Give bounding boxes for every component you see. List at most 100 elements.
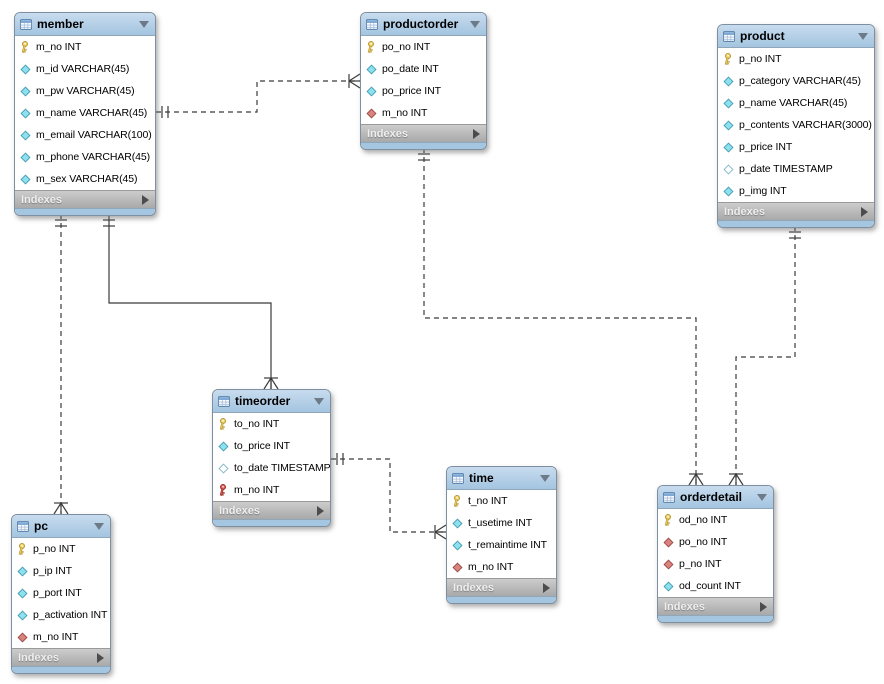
indexes-footer[interactable]: Indexes xyxy=(213,501,330,519)
column-row[interactable]: p_port INT xyxy=(12,582,110,604)
table-title: orderdetail xyxy=(680,490,743,504)
relationship-product-orderdetail[interactable] xyxy=(728,226,801,486)
table-header[interactable]: timeorder xyxy=(213,390,330,413)
collapse-arrow-icon[interactable] xyxy=(139,20,149,28)
table-pc[interactable]: pc p_no INT p_ip INT p_port INT p_activa… xyxy=(11,514,111,674)
table-orderdetail[interactable]: orderdetail od_no INT po_no INT p_no INT… xyxy=(657,485,774,623)
column-label: m_phone VARCHAR(45) xyxy=(36,151,151,163)
indexes-footer[interactable]: Indexes xyxy=(15,190,155,208)
expand-indexes-icon[interactable] xyxy=(543,582,550,593)
column-row[interactable]: m_sex VARCHAR(45) xyxy=(15,168,155,190)
table-icon xyxy=(20,18,32,31)
column-row[interactable]: m_no INT xyxy=(213,479,330,501)
column-row[interactable]: m_pw VARCHAR(45) xyxy=(15,80,155,102)
column-row[interactable]: od_count INT xyxy=(658,575,773,597)
indexes-footer[interactable]: Indexes xyxy=(447,578,556,596)
relationship-timeorder-time[interactable] xyxy=(331,453,447,540)
column-row[interactable]: m_no INT xyxy=(12,626,110,648)
foreign-key-icon xyxy=(16,631,28,643)
table-title: timeorder xyxy=(235,394,291,408)
column-row[interactable]: od_no INT xyxy=(658,509,773,531)
column-row[interactable]: m_phone VARCHAR(45) xyxy=(15,146,155,168)
column-row[interactable]: po_date INT xyxy=(361,58,486,80)
column-row[interactable]: p_ip INT xyxy=(12,560,110,582)
table-bottom-strip xyxy=(15,208,155,215)
column-icon xyxy=(722,141,734,153)
column-row[interactable]: p_no INT xyxy=(718,48,874,70)
indexes-footer[interactable]: Indexes xyxy=(12,648,110,666)
column-row[interactable]: t_no INT xyxy=(447,490,556,512)
table-product[interactable]: product p_no INT p_category VARCHAR(45) … xyxy=(717,24,875,228)
column-row[interactable]: m_no INT xyxy=(447,556,556,578)
table-header[interactable]: product xyxy=(718,25,874,48)
table-bottom-strip xyxy=(658,615,773,622)
table-header[interactable]: orderdetail xyxy=(658,486,773,509)
column-row[interactable]: to_no INT xyxy=(213,413,330,435)
column-label: po_no INT xyxy=(679,536,728,548)
table-productorder[interactable]: productorder po_no INT po_date INT po_pr… xyxy=(360,12,487,150)
collapse-arrow-icon[interactable] xyxy=(314,397,324,405)
expand-indexes-icon[interactable] xyxy=(861,206,868,217)
indexes-footer[interactable]: Indexes xyxy=(718,202,874,220)
column-row[interactable]: p_img INT xyxy=(718,180,874,202)
indexes-footer[interactable]: Indexes xyxy=(658,597,773,615)
expand-indexes-icon[interactable] xyxy=(317,505,324,516)
table-header[interactable]: productorder xyxy=(361,13,486,36)
column-row[interactable]: p_no INT xyxy=(12,538,110,560)
expand-indexes-icon[interactable] xyxy=(142,194,149,205)
table-timeorder[interactable]: timeorder to_no INT to_price INT to_date… xyxy=(212,389,331,527)
expand-indexes-icon[interactable] xyxy=(473,128,480,139)
column-label: m_no INT xyxy=(36,41,82,53)
column-row[interactable]: po_price INT xyxy=(361,80,486,102)
primary-foreign-key-icon xyxy=(217,483,229,497)
column-label: m_id VARCHAR(45) xyxy=(36,63,130,75)
collapse-arrow-icon[interactable] xyxy=(540,474,550,482)
column-icon xyxy=(451,517,463,529)
table-header[interactable]: member xyxy=(15,13,155,36)
column-icon xyxy=(722,119,734,131)
column-row[interactable]: p_price INT xyxy=(718,136,874,158)
column-row[interactable]: m_name VARCHAR(45) xyxy=(15,102,155,124)
expand-indexes-icon[interactable] xyxy=(760,601,767,612)
column-row[interactable]: po_no INT xyxy=(658,531,773,553)
collapse-arrow-icon[interactable] xyxy=(94,522,104,530)
column-icon xyxy=(722,75,734,87)
column-row[interactable]: p_activation INT xyxy=(12,604,110,626)
column-row[interactable]: p_date TIMESTAMP xyxy=(718,158,874,180)
relationship-member-productorder[interactable] xyxy=(156,73,361,118)
column-row[interactable]: t_remaintime INT xyxy=(447,534,556,556)
collapse-arrow-icon[interactable] xyxy=(757,493,767,501)
column-row[interactable]: m_id VARCHAR(45) xyxy=(15,58,155,80)
indexes-label: Indexes xyxy=(367,127,408,140)
collapse-arrow-icon[interactable] xyxy=(858,32,868,40)
relationship-productorder-orderdetail[interactable] xyxy=(418,148,704,486)
table-header[interactable]: pc xyxy=(12,515,110,538)
expand-indexes-icon[interactable] xyxy=(97,652,104,663)
table-icon xyxy=(366,18,378,31)
table-header[interactable]: time xyxy=(447,467,556,490)
table-time[interactable]: time t_no INT t_usetime INT t_remaintime… xyxy=(446,466,557,604)
column-row[interactable]: to_date TIMESTAMP xyxy=(213,457,330,479)
table-member[interactable]: member m_no INT m_id VARCHAR(45) m_pw VA… xyxy=(14,12,156,216)
column-row[interactable]: po_no INT xyxy=(361,36,486,58)
column-row[interactable]: to_price INT xyxy=(213,435,330,457)
column-label: m_name VARCHAR(45) xyxy=(36,107,148,119)
column-row[interactable]: t_usetime INT xyxy=(447,512,556,534)
column-row[interactable]: p_name VARCHAR(45) xyxy=(718,92,874,114)
column-row[interactable]: m_email VARCHAR(100) xyxy=(15,124,155,146)
relationship-member-timeorder[interactable] xyxy=(103,214,279,390)
column-row[interactable]: m_no INT xyxy=(361,102,486,124)
column-label: p_activation INT xyxy=(33,609,108,621)
collapse-arrow-icon[interactable] xyxy=(470,20,480,28)
column-row[interactable]: p_category VARCHAR(45) xyxy=(718,70,874,92)
indexes-footer[interactable]: Indexes xyxy=(361,124,486,142)
column-label: p_price INT xyxy=(739,141,793,153)
relationship-member-pc[interactable] xyxy=(53,214,69,515)
columns-list: od_no INT po_no INT p_no INT od_count IN… xyxy=(658,509,773,597)
nullable-column-icon xyxy=(722,163,734,175)
column-row[interactable]: m_no INT xyxy=(15,36,155,58)
column-row[interactable]: p_no INT xyxy=(658,553,773,575)
column-row[interactable]: p_contents VARCHAR(3000) xyxy=(718,114,874,136)
